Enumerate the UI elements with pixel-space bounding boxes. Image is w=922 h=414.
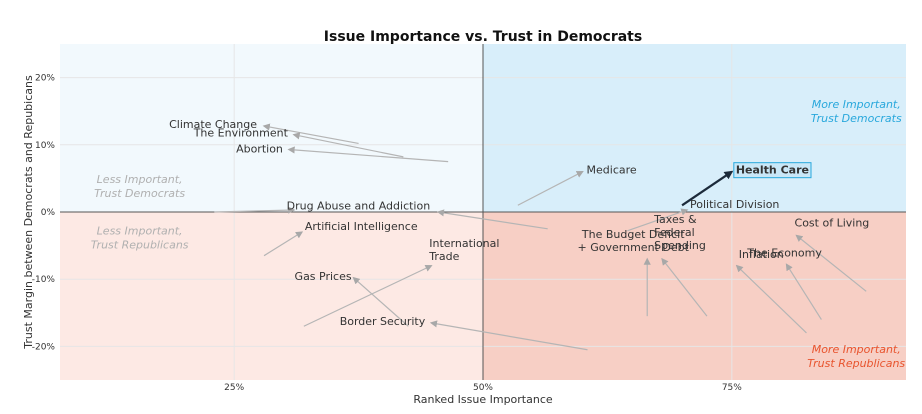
highlight-box (733, 162, 812, 179)
quadrant-label-more-important-trust-republicans: More Important,Trust Republicans (807, 343, 905, 370)
arrow-health-care (681, 170, 734, 207)
arrow-border-security (429, 320, 588, 351)
chart-title: Issue Importance vs. Trust in Democrats (324, 29, 642, 45)
arrow-abortion (287, 146, 449, 163)
point-label-the-environment: The Environment (193, 127, 289, 140)
point-label-the-economy: The Economy (746, 246, 822, 259)
arrow-artificial-intelligence (263, 231, 304, 257)
quadrant-less-important-trust-democrats (60, 44, 483, 212)
quadrant-label-less-important-trust-republicans: Less Important,Trust Republicans (91, 225, 189, 252)
point-label-inflation: Inflation (739, 248, 784, 261)
y-tick-label: 20% (35, 74, 55, 84)
point-label-artificial-intelligence: Artificial Intelligence (305, 220, 418, 233)
arrow-the-environment (292, 132, 404, 158)
arrow-international-trade (303, 264, 433, 327)
point-label-the-budget-deficit-government-debt: The Budget Deficit+ Government Debt (578, 228, 690, 254)
tick-labels-layer: 20% 10% 0% -10% -20% 25% 50% 75% (32, 74, 743, 393)
arrow-climate-change (262, 123, 359, 145)
arrow-drug-abuse-and-addiction (436, 209, 548, 230)
point-label-border-security: Border Security (340, 315, 426, 328)
axis-lines (60, 44, 906, 380)
point-label-gas-prices: Gas Prices (295, 270, 352, 283)
arrow-political-division (627, 208, 689, 232)
y-tick-label: -20% (32, 342, 56, 352)
y-axis-label: Trust Margin between Democrats and Repub… (22, 75, 35, 350)
y-tick-label: -10% (32, 275, 56, 285)
point-label-health-care: Health Care (736, 164, 809, 177)
x-tick-label: 25% (224, 383, 244, 393)
quadrant-label-less-important-trust-democrats: Less Important,Trust Democrats (94, 173, 185, 200)
y-tick-label: 10% (35, 141, 55, 151)
quadrant-more-important-trust-democrats (483, 44, 906, 212)
quadrant-more-important-trust-republicans (483, 212, 906, 380)
arrow-the-economy (785, 263, 822, 320)
arrow-drug-abuse-and-addiction (214, 206, 296, 214)
point-label-cost-of-living: Cost of Living (795, 217, 870, 230)
point-label-abortion: Abortion (236, 143, 283, 156)
x-axis-label: Ranked Issue Importance (413, 393, 553, 406)
quadrant-less-important-trust-republicans (60, 212, 483, 380)
x-tick-label: 50% (473, 383, 493, 393)
point-label-medicare: Medicare (587, 164, 637, 177)
arrow-cost-of-living (795, 234, 867, 292)
arrow-gas-prices (352, 276, 409, 327)
point-label-drug-abuse-and-addiction: Drug Abuse and Addiction (287, 200, 431, 213)
quadrant-label-more-important-trust-democrats: More Important,Trust Democrats (811, 98, 902, 125)
arrows-layer (214, 123, 867, 351)
arrow-inflation (735, 264, 807, 334)
point-label-climate-change: Climate Change (169, 118, 257, 131)
arrow-taxes-federal-spending (661, 257, 708, 317)
x-tick-label: 75% (722, 383, 742, 393)
quadrant-backgrounds (60, 44, 906, 380)
arrow-medicare (517, 171, 584, 206)
point-label-political-division: Political Division (690, 198, 779, 211)
y-tick-label: 0% (41, 208, 56, 218)
